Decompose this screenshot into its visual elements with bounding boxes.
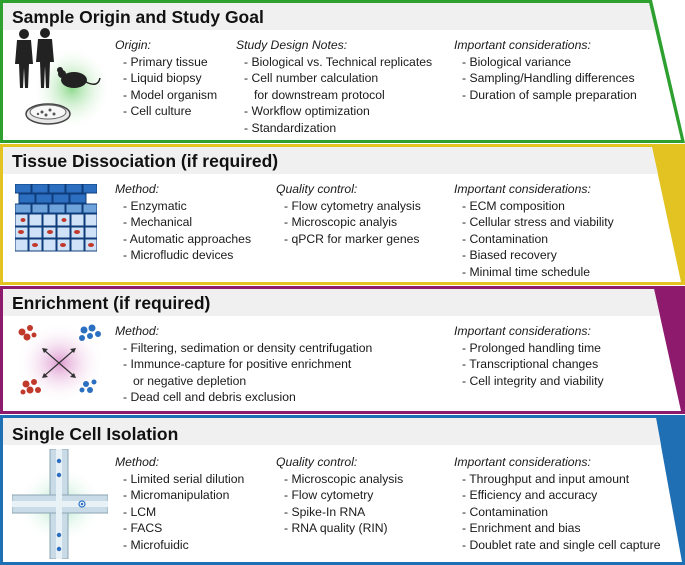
list-item: Mechanical xyxy=(115,214,251,231)
column-considerations: Important considerations: Throughput and… xyxy=(454,454,661,554)
column-method: Method: Filtering, sedimation or density… xyxy=(115,323,372,406)
list-item: Liquid biopsy xyxy=(115,70,217,87)
column-study-design: Study Design Notes: Biological vs. Techn… xyxy=(236,37,432,137)
list-item: Biological vs. Technical replicates xyxy=(236,54,432,71)
list-item-continuation: for downstream protocol xyxy=(254,87,385,102)
list-item: Microscopic analysis xyxy=(276,471,403,488)
list-item: Standardization xyxy=(236,120,432,137)
list-item: Filtering, sedimation or density centrif… xyxy=(115,340,372,357)
panel-title: Tissue Dissociation (if required) xyxy=(12,151,279,171)
column-origin: Origin: Primary tissue Liquid biopsy Mod… xyxy=(115,37,217,120)
column-quality-control: Quality control: Flow cytometry analysis… xyxy=(276,181,421,247)
list-item: Duration of sample preparation xyxy=(454,87,636,104)
list-item: FACS xyxy=(115,520,244,537)
column-header: Important considerations: xyxy=(454,455,591,469)
panel-enrichment: Enrichment (if required) Method: Filteri… xyxy=(0,286,685,414)
column-header: Study Design Notes: xyxy=(236,38,348,52)
list-item: Limited serial dilution xyxy=(115,471,244,488)
list-item: LCM xyxy=(115,504,244,521)
column-considerations: Important considerations: Biological var… xyxy=(454,37,637,103)
list-item: Flow cytometry analysis xyxy=(276,198,420,215)
panel-title: Sample Origin and Study Goal xyxy=(12,7,264,27)
cell-sorting-icon xyxy=(16,323,104,403)
column-header: Important considerations: xyxy=(454,182,591,196)
list-item: Automatic approaches xyxy=(115,231,251,248)
list-item: Dead cell and debris exclusion xyxy=(115,389,372,406)
list-item: Immunce-capture for positive enrichment xyxy=(115,356,372,373)
panel-title: Single Cell Isolation xyxy=(12,424,179,444)
column-header: Method: xyxy=(115,455,160,469)
column-header: Method: xyxy=(115,182,160,196)
list-item: Microfludic devices xyxy=(115,247,251,264)
list-item: Contamination xyxy=(454,504,661,521)
column-header: Quality control: xyxy=(276,182,358,196)
list-item: ECM composition xyxy=(454,198,614,215)
microfluidic-chip-icon xyxy=(12,449,108,559)
list-item: Minimal time schedule xyxy=(454,264,614,281)
list-item: Enzymatic xyxy=(115,198,251,215)
list-item: Primary tissue xyxy=(115,54,217,71)
column-header: Method: xyxy=(115,324,160,338)
column-header: Important considerations: xyxy=(454,324,591,338)
panel-title: Enrichment (if required) xyxy=(12,293,211,313)
column-header: Quality control: xyxy=(276,455,358,469)
column-quality-control: Quality control: Microscopic analysis Fl… xyxy=(276,454,403,537)
list-item: Cell number calculation xyxy=(236,70,432,87)
list-item: Microfuidic xyxy=(115,537,244,554)
list-item: Workflow optimization xyxy=(236,103,432,120)
list-item: Sampling/Handling differences xyxy=(454,70,637,87)
list-item: qPCR for marker genes xyxy=(276,231,421,248)
human-mouse-petri-dish-icon xyxy=(15,28,112,130)
list-item: Enrichment and bias xyxy=(454,520,661,537)
list-item-continuation: or negative depletion xyxy=(133,373,247,388)
list-item: Spike-In RNA xyxy=(276,504,403,521)
tissue-layers-icon xyxy=(15,184,97,252)
panel-sample-origin: Sample Origin and Study Goal Origin: Pri… xyxy=(0,0,685,143)
list-item: Flow cytometry xyxy=(276,487,403,504)
list-item: Throughput and input amount xyxy=(454,471,661,488)
column-method: Method: Enzymatic Mechanical Automatic a… xyxy=(115,181,251,264)
list-item: Microscopic analyis xyxy=(276,214,421,231)
list-item: Prolonged handling time xyxy=(454,340,604,357)
column-header: Origin: xyxy=(115,38,151,52)
column-considerations: Important considerations: ECM compositio… xyxy=(454,181,614,281)
panel-single-cell-isolation: Single Cell Isolation Method: Limited se… xyxy=(0,415,685,565)
list-item: Transcriptional changes xyxy=(454,356,604,373)
list-item: Cell integrity and viability xyxy=(454,373,603,390)
list-item: Contamination xyxy=(454,231,614,248)
list-item: Doublet rate and single cell capture xyxy=(454,537,660,554)
list-item: Biological variance xyxy=(454,54,637,71)
list-item: Cell culture xyxy=(115,103,217,120)
column-considerations: Important considerations: Prolonged hand… xyxy=(454,323,604,389)
list-item: Micromanipulation xyxy=(115,487,244,504)
list-item: Cellular stress and viability xyxy=(454,214,613,231)
list-item: RNA quality (RIN) xyxy=(276,520,403,537)
panel-tissue-dissociation: Tissue Dissociation (if required) xyxy=(0,144,685,285)
column-method: Method: Limited serial dilution Microman… xyxy=(115,454,244,554)
column-header: Important considerations: xyxy=(454,38,591,52)
list-item: Efficiency and accuracy xyxy=(454,487,661,504)
list-item: Model organism xyxy=(115,87,217,104)
list-item: Biased recovery xyxy=(454,247,614,264)
